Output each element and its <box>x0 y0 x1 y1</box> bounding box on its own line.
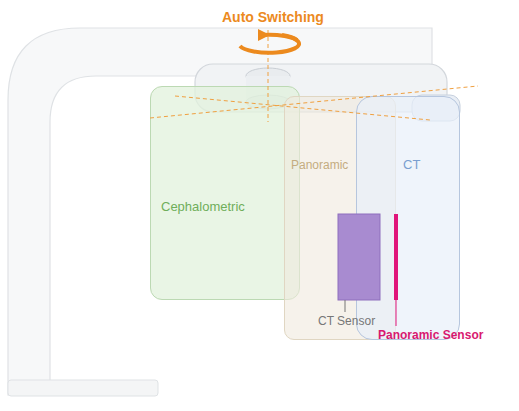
rotation-axes <box>150 30 478 122</box>
panel-label: Panoramic <box>291 158 348 172</box>
part-label: CT Sensor <box>318 314 375 328</box>
arrow-head <box>258 29 270 41</box>
ct-panel: CT <box>356 96 460 340</box>
cephalometric-panel: Cephalometric <box>150 86 300 300</box>
leader-line <box>396 300 397 326</box>
ct-sensor <box>338 214 380 300</box>
panel-label: CT <box>403 157 420 172</box>
panel-label: Cephalometric <box>161 199 245 214</box>
function-title: Auto Switching <box>222 9 324 25</box>
part-label: Panoramic Sensor <box>378 328 483 342</box>
rotation-arrow <box>240 35 299 53</box>
base-foot <box>8 380 158 396</box>
rotation-arrow <box>282 35 297 40</box>
panoramic-sensor <box>394 214 398 300</box>
axis-line <box>150 86 478 118</box>
axis-line <box>175 96 430 120</box>
leader-line <box>345 300 346 312</box>
vertical-axis <box>268 30 269 122</box>
